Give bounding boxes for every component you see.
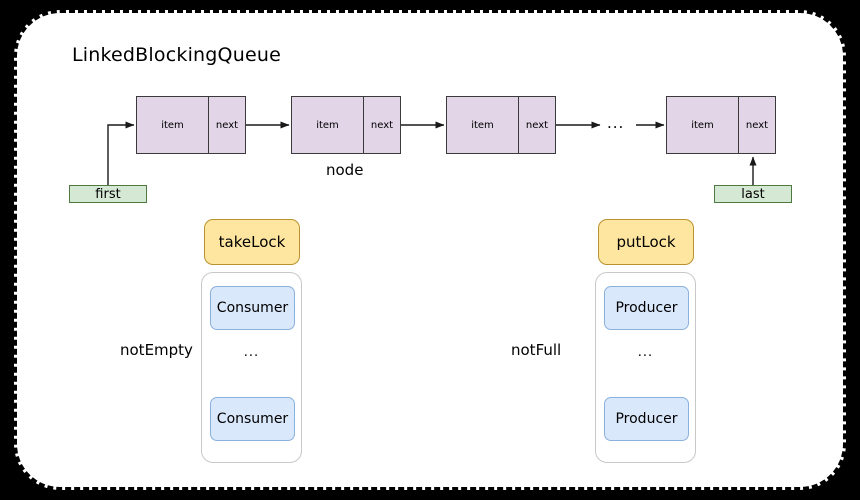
list-node-3[interactable]: item next xyxy=(446,96,556,154)
pointer-first[interactable]: first xyxy=(69,185,147,203)
list-node-1[interactable]: item next xyxy=(136,96,246,154)
node-next-cell: next xyxy=(370,119,394,131)
node-next-cell: next xyxy=(745,119,769,131)
diagram-panel: LinkedBlockingQueue xyxy=(14,10,846,490)
producer-group-ellipsis: ... xyxy=(637,345,654,360)
consumer-waiter-1[interactable]: Consumer xyxy=(210,286,295,330)
node-next-cell: next xyxy=(215,119,239,131)
consumer-waiter-2[interactable]: Consumer xyxy=(210,397,295,441)
producer-waiter-2[interactable]: Producer xyxy=(604,397,689,441)
page-title: LinkedBlockingQueue xyxy=(72,44,281,66)
put-lock-box[interactable]: putLock xyxy=(598,219,694,265)
producer-group: Producer ... Producer xyxy=(595,272,696,463)
consumer-group: Consumer ... Consumer xyxy=(201,272,302,463)
node-label: node xyxy=(326,161,364,179)
list-node-4[interactable]: item next xyxy=(666,96,776,154)
not-full-label: notFull xyxy=(511,341,562,359)
node-item-cell: item xyxy=(447,97,519,153)
list-ellipsis: ... xyxy=(607,114,625,132)
pointer-last[interactable]: last xyxy=(714,185,792,203)
not-empty-label: notEmpty xyxy=(120,341,193,359)
node-item-cell: item xyxy=(667,97,739,153)
node-item-cell: item xyxy=(292,97,364,153)
consumer-group-ellipsis: ... xyxy=(243,345,260,360)
node-item-cell: item xyxy=(137,97,209,153)
node-next-cell: next xyxy=(525,119,549,131)
producer-waiter-1[interactable]: Producer xyxy=(604,286,689,330)
list-node-2[interactable]: item next xyxy=(291,96,401,154)
take-lock-box[interactable]: takeLock xyxy=(204,219,300,265)
